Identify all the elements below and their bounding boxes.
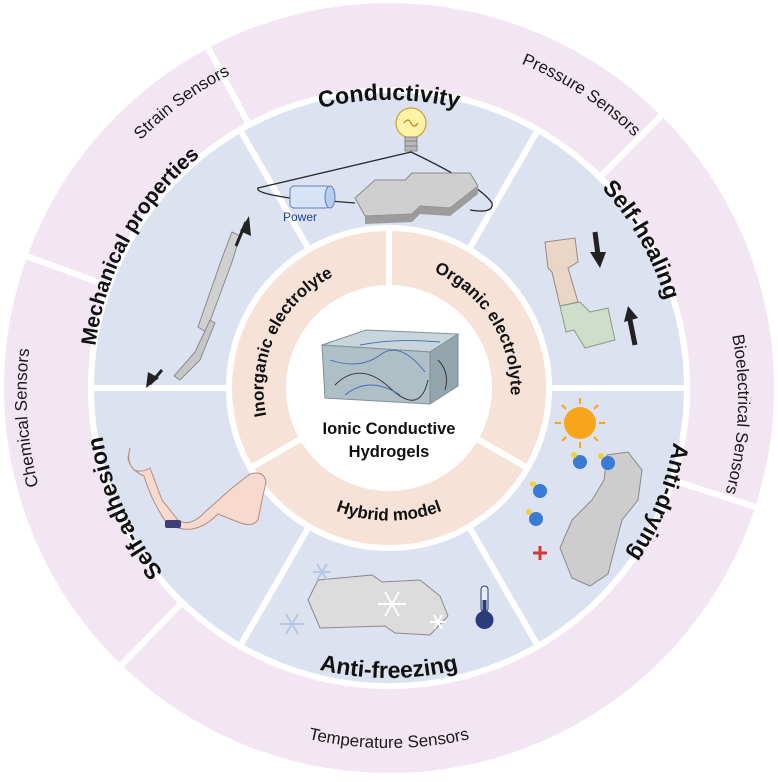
- hydrogel-block-icon: [321, 329, 460, 405]
- power-battery-icon: [289, 185, 336, 209]
- snowflake-icon: [280, 563, 446, 635]
- stretch-arrow-icon: [146, 216, 251, 388]
- water-molecule-icon: [526, 452, 615, 526]
- center-title-line2: Hydrogels: [349, 443, 430, 461]
- sun-icon: [555, 398, 605, 448]
- thermometer-icon: [475, 585, 494, 629]
- illustrations: Power: [127, 107, 643, 636]
- red-cross-icon: [533, 546, 547, 560]
- arm-icon: [127, 447, 267, 530]
- heal-arrow-icon: [590, 231, 638, 346]
- drying-strip-icon: [559, 451, 643, 587]
- light-bulb-icon: [395, 107, 427, 152]
- self-healing-strip-icon: [544, 237, 616, 349]
- hydrogel-strip-icon: [354, 172, 479, 224]
- power-label: Power: [283, 210, 317, 224]
- center-title-line1: Ionic Conductive: [323, 420, 456, 438]
